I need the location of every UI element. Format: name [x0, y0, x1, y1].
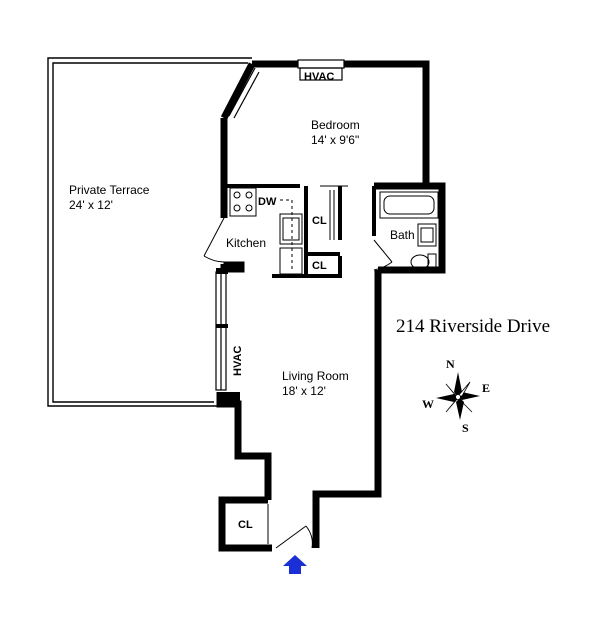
interior-walls — [224, 184, 376, 278]
window-post — [216, 324, 228, 328]
compass-w: W — [422, 397, 434, 411]
living-size: 18' x 12' — [282, 384, 326, 398]
terrace-outline — [47, 57, 252, 407]
entry-arrow-icon — [283, 555, 307, 574]
hvac-side-label: HVAC — [232, 346, 244, 376]
living-window — [215, 271, 227, 391]
kitchen-door — [203, 217, 245, 273]
counter-dashed — [280, 199, 293, 272]
compass-rose-icon — [436, 372, 480, 420]
exterior-walls — [216, 60, 446, 552]
bedroom-size: 14' x 9'6" — [311, 133, 359, 147]
compass-n: N — [446, 357, 455, 371]
living-name: Living Room — [282, 369, 349, 383]
hvac-top-label: HVAC — [304, 71, 334, 83]
closet-label-upper: CL — [312, 215, 327, 227]
address-title: 214 Riverside Drive — [396, 316, 550, 337]
entry-door — [275, 525, 313, 549]
bedroom-name: Bedroom — [311, 118, 360, 132]
bath-sink — [417, 223, 437, 247]
closet-label-middle: CL — [312, 260, 327, 272]
bay-window — [228, 67, 260, 119]
closet-label-lower: CL — [238, 519, 253, 531]
top-window — [297, 59, 345, 81]
compass-s: S — [462, 421, 469, 435]
terrace-size: 24' x 12' — [69, 198, 113, 212]
window-post — [216, 268, 228, 274]
closet-door — [320, 185, 348, 240]
dw-label: DW — [258, 196, 277, 208]
kitchen-sink — [279, 213, 303, 245]
kitchen-stove — [229, 187, 257, 217]
bathtub — [379, 191, 439, 219]
bath-name: Bath — [390, 228, 415, 242]
wall-block — [218, 392, 240, 406]
terrace-name: Private Terrace — [69, 183, 150, 197]
refrigerator — [279, 247, 303, 275]
toilet — [410, 253, 437, 271]
kitchen-name: Kitchen — [226, 236, 266, 250]
bath-door — [373, 239, 393, 271]
compass-e: E — [482, 381, 490, 395]
